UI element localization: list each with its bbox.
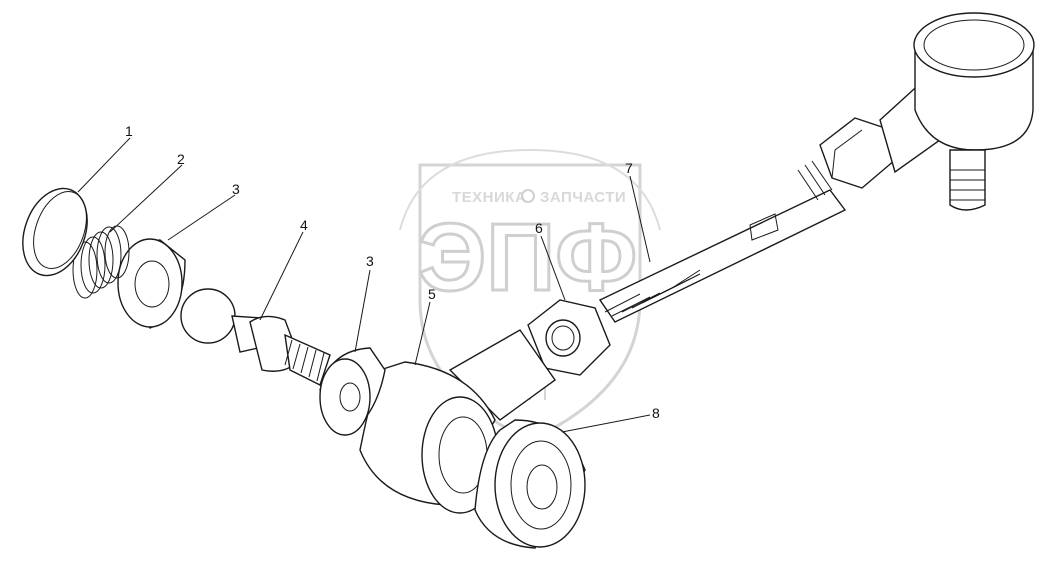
leader-line-3b [354, 269, 371, 353]
callout-8: 8 [652, 405, 660, 421]
watermark-text-right: ЗАПЧАСТИ [540, 189, 626, 206]
part-3-ring-upper [117, 238, 186, 329]
leader-line-6 [540, 235, 566, 301]
part-8-end-cap [474, 419, 586, 549]
part-1-cap [22, 187, 88, 277]
leader-line-5 [414, 301, 431, 366]
callout-2: 2 [177, 151, 185, 167]
leader-line-3a [167, 194, 236, 241]
leader-lines [77, 137, 651, 433]
callout-4: 4 [300, 217, 308, 233]
callout-7: 7 [625, 160, 633, 176]
part-2-spring [72, 225, 130, 299]
part-3-ring-lower [319, 347, 386, 436]
leader-line-2 [109, 164, 183, 233]
part-5-housing [359, 329, 556, 514]
leader-line-7 [629, 175, 651, 263]
leader-line-4 [259, 231, 304, 321]
callout-3-lower: 3 [366, 253, 374, 269]
callouts: 1 2 3 4 3 5 6 7 8 [125, 123, 660, 421]
leader-line-1 [77, 137, 131, 193]
watermark: ТЕХНИКА ЗАПЧАСТИ ЭПФ [399, 148, 661, 442]
part-7-tie-rod [598, 12, 1035, 323]
callout-6: 6 [535, 220, 543, 236]
callout-3-upper: 3 [232, 181, 240, 197]
part-4-ball-pin [180, 288, 331, 386]
watermark-logo-text: ЭПФ [418, 204, 637, 311]
callout-1: 1 [125, 123, 133, 139]
leader-line-8 [561, 414, 651, 433]
watermark-text-left: ТЕХНИКА [452, 189, 526, 206]
callout-5: 5 [428, 286, 436, 302]
part-6-hex-nut [527, 299, 611, 376]
gear-icon [521, 189, 535, 203]
